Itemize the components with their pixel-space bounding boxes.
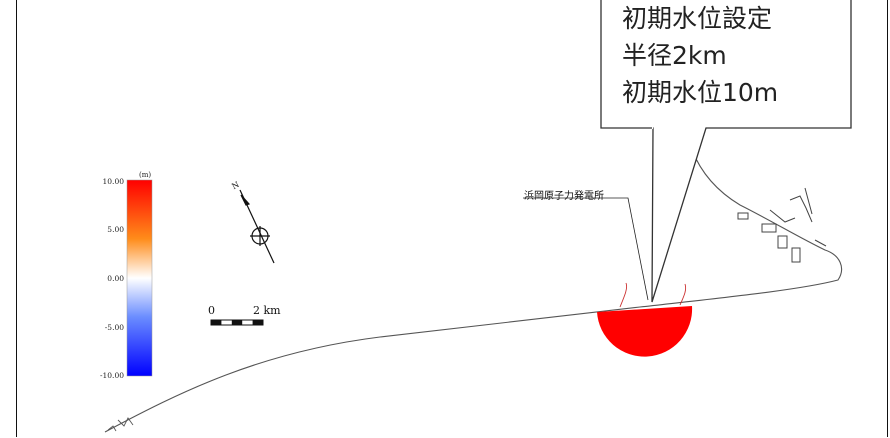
legend-tick-max: 10.00 bbox=[102, 177, 124, 186]
legend-tick-lower: -5.00 bbox=[104, 323, 124, 332]
scale-bar bbox=[210, 319, 264, 326]
scale-start-label: 0 bbox=[208, 304, 215, 317]
map-frame bbox=[16, 0, 888, 437]
plant-leader-line bbox=[523, 197, 649, 301]
scale-end-label: 2 km bbox=[253, 304, 281, 317]
legend-unit: (m) bbox=[139, 171, 152, 179]
legend-tick-mid: 0.00 bbox=[107, 274, 124, 283]
coastline bbox=[104, 149, 843, 433]
rocky-shore bbox=[107, 417, 134, 432]
coastline-inner bbox=[619, 282, 687, 308]
callout-line-level: 初期水位10m bbox=[622, 78, 779, 107]
legend-color-bar bbox=[126, 179, 153, 377]
callout-line-setting: 初期水位設定 bbox=[622, 4, 773, 33]
north-arrow-icon bbox=[239, 189, 275, 264]
legend-tick-min: -10.00 bbox=[99, 371, 124, 380]
legend-tick-upper: 5.00 bbox=[107, 225, 124, 234]
plant-label: 浜岡原子力発電所 bbox=[524, 191, 604, 202]
initial-wave-area bbox=[597, 306, 693, 357]
callout-line-radius: 半径2km bbox=[622, 41, 727, 70]
port-structures bbox=[737, 187, 827, 263]
callout-box bbox=[600, 0, 852, 303]
callout-text: 初期水位設定 半径2km 初期水位10m bbox=[622, 0, 778, 111]
